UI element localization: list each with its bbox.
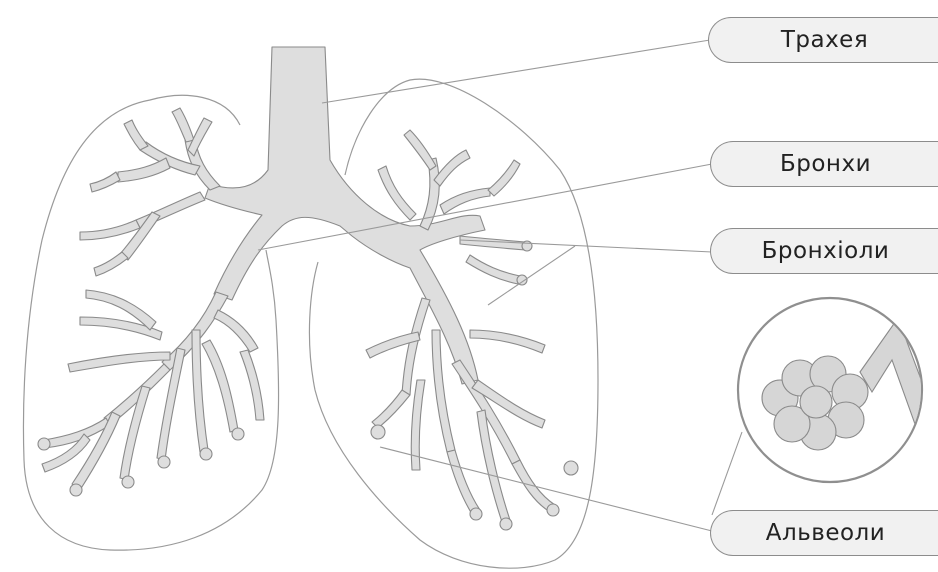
label-alveoli: Альвеоли: [710, 510, 938, 556]
leader-line-trachea: [322, 40, 710, 103]
leader-line-alveoli: [380, 447, 712, 531]
leader-line-zoom: [712, 432, 742, 515]
airway-tree-icon: [38, 47, 578, 530]
label-bronchi: Бронхи: [710, 141, 938, 187]
label-trachea: Трахея: [708, 17, 938, 63]
alveoli-zoom-icon: [738, 298, 938, 482]
label-bronchioles: Бронхіоли: [710, 228, 938, 274]
